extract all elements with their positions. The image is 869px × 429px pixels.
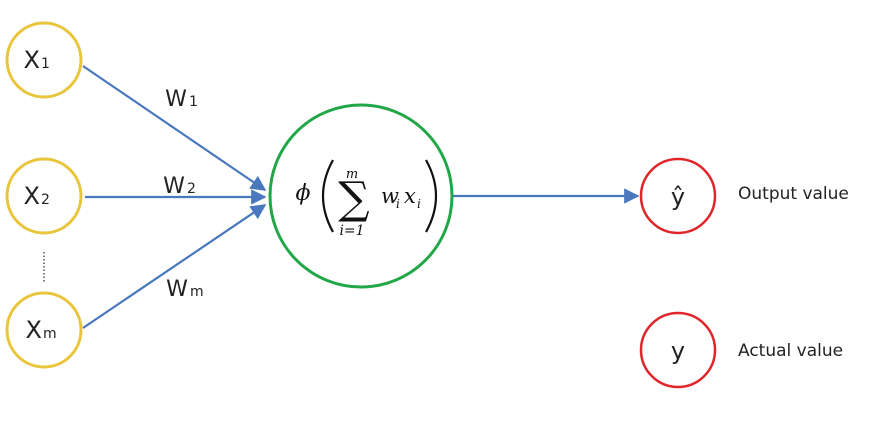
right-parenthesis: [425, 159, 437, 233]
term-w-subscript: i: [396, 197, 400, 211]
weight-wm-subscript: m: [190, 284, 204, 300]
input-node-x2-circle: [5, 157, 83, 235]
output-symbol: ŷ: [671, 183, 685, 211]
term-x-subscript: i: [417, 197, 421, 211]
output-value-label: Output value: [738, 184, 849, 204]
activation-phi: ϕ: [296, 181, 311, 206]
input-node-xm-circle: [5, 291, 83, 369]
weight-wm-letter: W: [166, 277, 188, 302]
term-x: x: [404, 184, 416, 208]
weight-w1-letter: W: [165, 87, 187, 112]
neuron-node: ϕ ∑ m i=1 w i x i: [268, 103, 454, 289]
neuron-circle: [268, 103, 454, 289]
input-x1-subscript: 1: [41, 56, 50, 72]
weight-label-w2: W 2: [163, 174, 196, 199]
input-x2-letter: X: [24, 182, 40, 210]
weight-label-w1: W 1: [165, 87, 198, 112]
output-node-circle: [639, 157, 717, 235]
term-w: w: [381, 184, 399, 208]
weight-w2-subscript: 2: [187, 181, 196, 197]
input-node-x1-circle: [5, 21, 83, 99]
output-node: ŷ: [639, 157, 717, 235]
left-parenthesis: [322, 159, 334, 233]
actual-symbol: y: [671, 337, 685, 365]
weight-label-wm: W m: [166, 277, 204, 302]
edge-xm-neuron: [82, 204, 267, 329]
weight-w1-subscript: 1: [189, 94, 198, 110]
actual-node-circle: [639, 311, 717, 389]
input-node-x2: X 2: [5, 157, 83, 235]
input-x2-subscript: 2: [41, 192, 50, 208]
input-xm-subscript: m: [43, 326, 57, 342]
weight-w2-letter: W: [163, 174, 185, 199]
input-node-xm: X m: [5, 291, 83, 369]
input-xm-letter: X: [26, 316, 42, 344]
input-x1-letter: X: [24, 46, 40, 74]
actual-value-label: Actual value: [738, 341, 843, 361]
edge-x1-neuron: [82, 65, 267, 191]
summation-lower-limit: i=1: [339, 223, 364, 239]
summation-sign: ∑: [338, 173, 369, 224]
input-node-x1: X 1: [5, 21, 83, 99]
summation-upper-limit: m: [346, 167, 358, 182]
actual-node: y: [639, 311, 717, 389]
